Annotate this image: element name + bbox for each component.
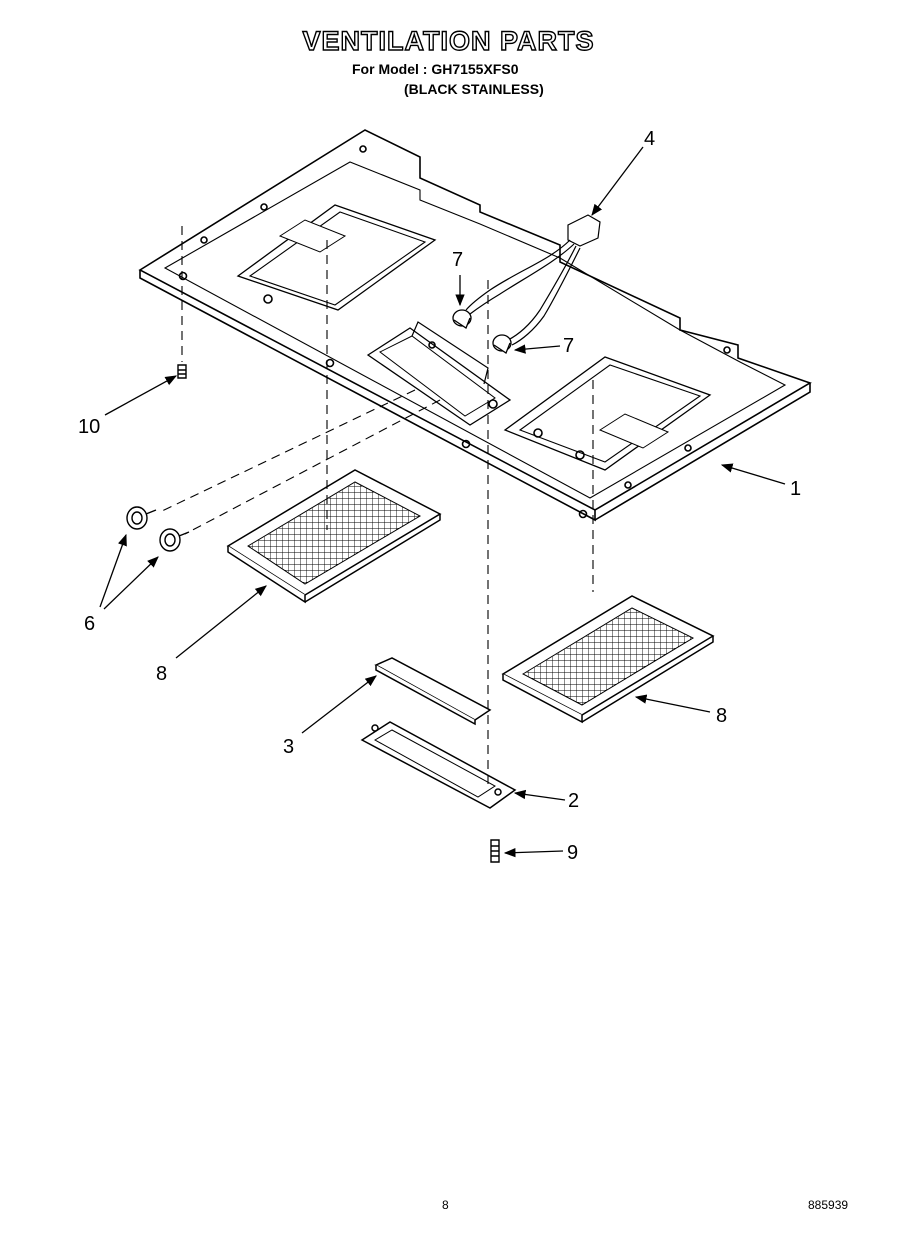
callout-8-right: 8 [716, 705, 727, 727]
screw-part [177, 364, 500, 863]
callout-4: 4 [644, 128, 655, 150]
grease-filter-part [226, 469, 442, 604]
callout-6: 6 [84, 613, 95, 635]
callout-10: 10 [78, 416, 100, 438]
page-number: 8 [442, 1198, 449, 1212]
wire-harness-part [465, 214, 601, 346]
page-title: VENTILATION PARTS [302, 25, 595, 56]
vent-frame-part [360, 721, 517, 809]
alignment-lines [159, 226, 594, 785]
callout-2: 2 [568, 790, 579, 812]
grease-filter-part [501, 595, 715, 724]
knob-part [126, 506, 190, 552]
callout-7-top: 7 [452, 249, 463, 271]
document-code: 885939 [808, 1198, 849, 1212]
leader-lines [99, 146, 786, 858]
callout-9: 9 [567, 842, 578, 864]
finish-line: (BLACK STAINLESS) [404, 81, 544, 97]
callout-1: 1 [790, 478, 801, 500]
model-line: For Model : GH7155XFS0 [352, 61, 519, 77]
lamp-socket-part [452, 309, 512, 354]
bottom-panel-part [138, 129, 812, 522]
filter-cover-part [374, 657, 492, 726]
callout-7-right: 7 [563, 335, 574, 357]
callout-8-left: 8 [156, 663, 167, 685]
callout-3: 3 [283, 736, 294, 758]
